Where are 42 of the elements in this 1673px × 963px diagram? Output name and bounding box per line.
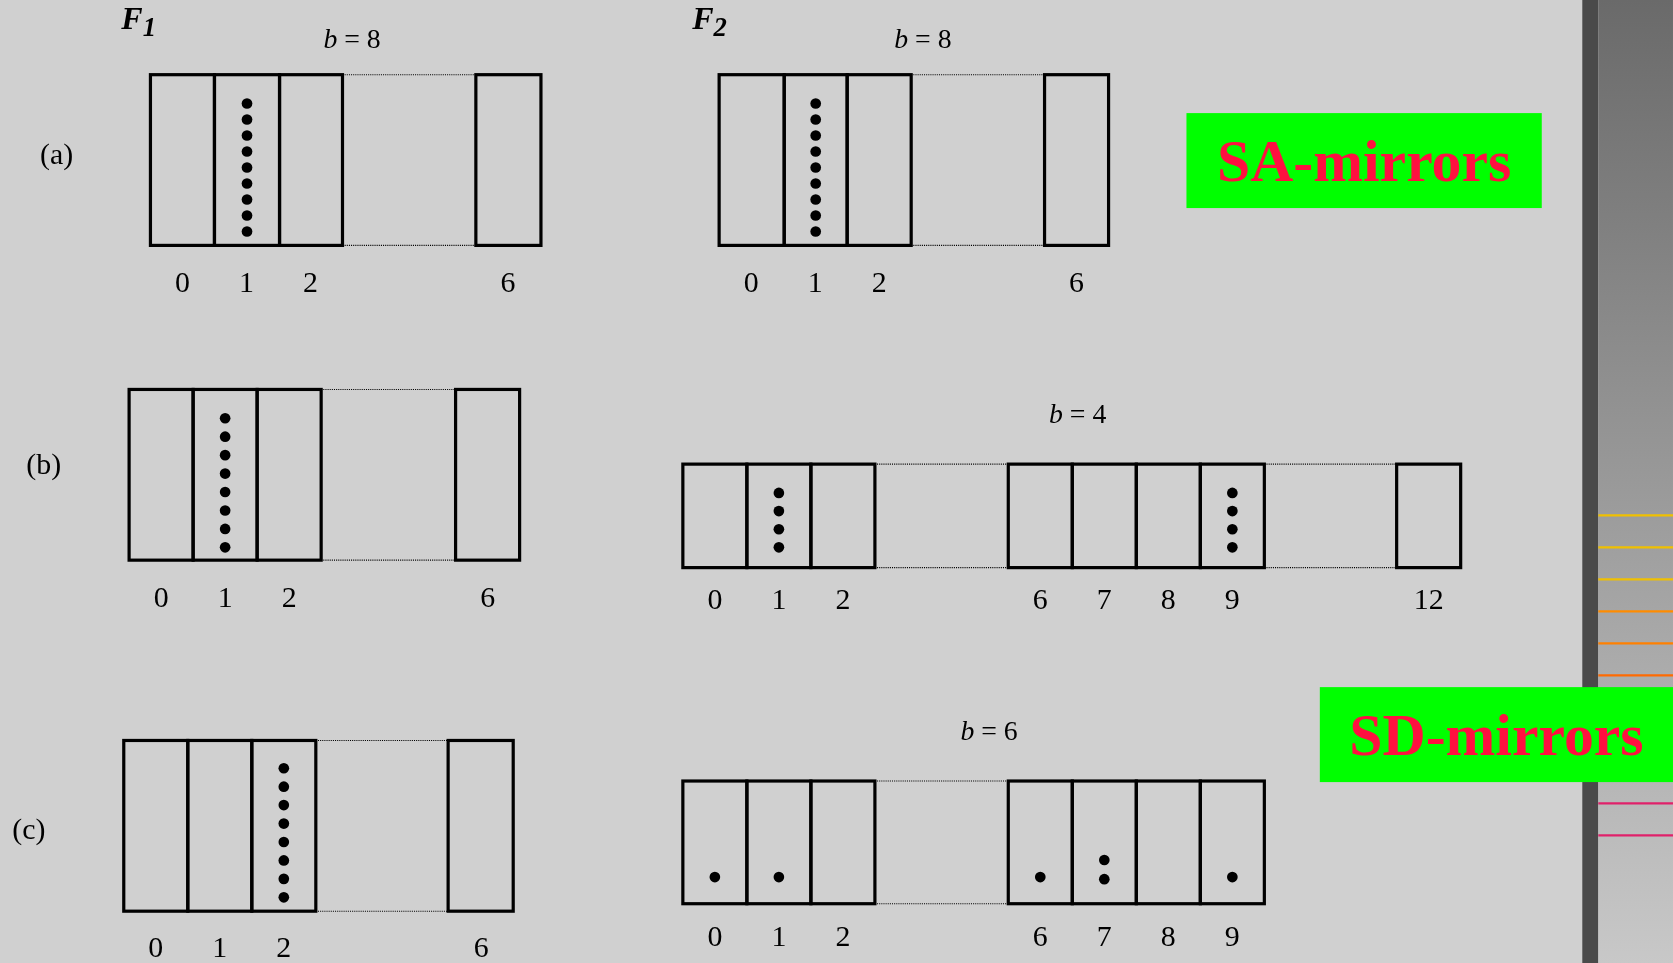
cell-number: 9: [1224, 584, 1240, 615]
cell-number: 0: [153, 582, 169, 613]
cell-number: 6: [1069, 267, 1085, 298]
parameter-label: b = 4: [1049, 400, 1107, 428]
highlight-label: SA-mirrors: [1186, 113, 1542, 209]
cell-number: 12: [1413, 584, 1444, 615]
cell-number: 2: [276, 932, 292, 963]
cell-number: 1: [217, 582, 233, 613]
figure-heading: F$_{2}$: [692, 2, 727, 41]
cell-number: 1: [212, 932, 228, 963]
parameter-label: b = 8: [894, 25, 952, 54]
cell-number: 6: [480, 582, 496, 613]
cell-number: 8: [1160, 584, 1176, 615]
cell-number: 0: [707, 584, 723, 615]
cell-number: 2: [835, 584, 851, 615]
cell-number: 1: [771, 921, 787, 952]
cell-number: 9: [1224, 921, 1240, 952]
cell-number: 7: [1096, 584, 1112, 615]
cell-number: 2: [303, 267, 318, 298]
cell-number: 6: [500, 267, 516, 298]
cell-number: 1: [239, 267, 254, 298]
row-label: (b): [26, 449, 62, 480]
cell-number: 7: [1096, 921, 1112, 952]
cell-number: 6: [1032, 584, 1048, 615]
cell-number: 0: [148, 932, 164, 963]
row-label: (c): [12, 814, 46, 844]
cell-number: 6: [1032, 921, 1048, 952]
highlight-label: SD-mirrors: [1319, 687, 1673, 783]
cell-number: 0: [175, 267, 190, 298]
parameter-label: b = 8: [323, 25, 381, 54]
cell-number: 0: [707, 921, 723, 952]
cell-number: 1: [807, 267, 823, 298]
cell-number: 6: [473, 932, 489, 963]
cell-number: 2: [871, 267, 887, 298]
row-label: (a): [39, 139, 74, 170]
figure-heading: F$_{1}$: [121, 2, 157, 41]
parameter-label: b = 6: [960, 718, 1018, 746]
cell-number: 2: [835, 921, 851, 952]
cell-number: 2: [281, 582, 297, 613]
cell-number: 8: [1160, 921, 1176, 952]
cell-number: 1: [771, 584, 787, 615]
cell-number: 0: [743, 267, 759, 298]
